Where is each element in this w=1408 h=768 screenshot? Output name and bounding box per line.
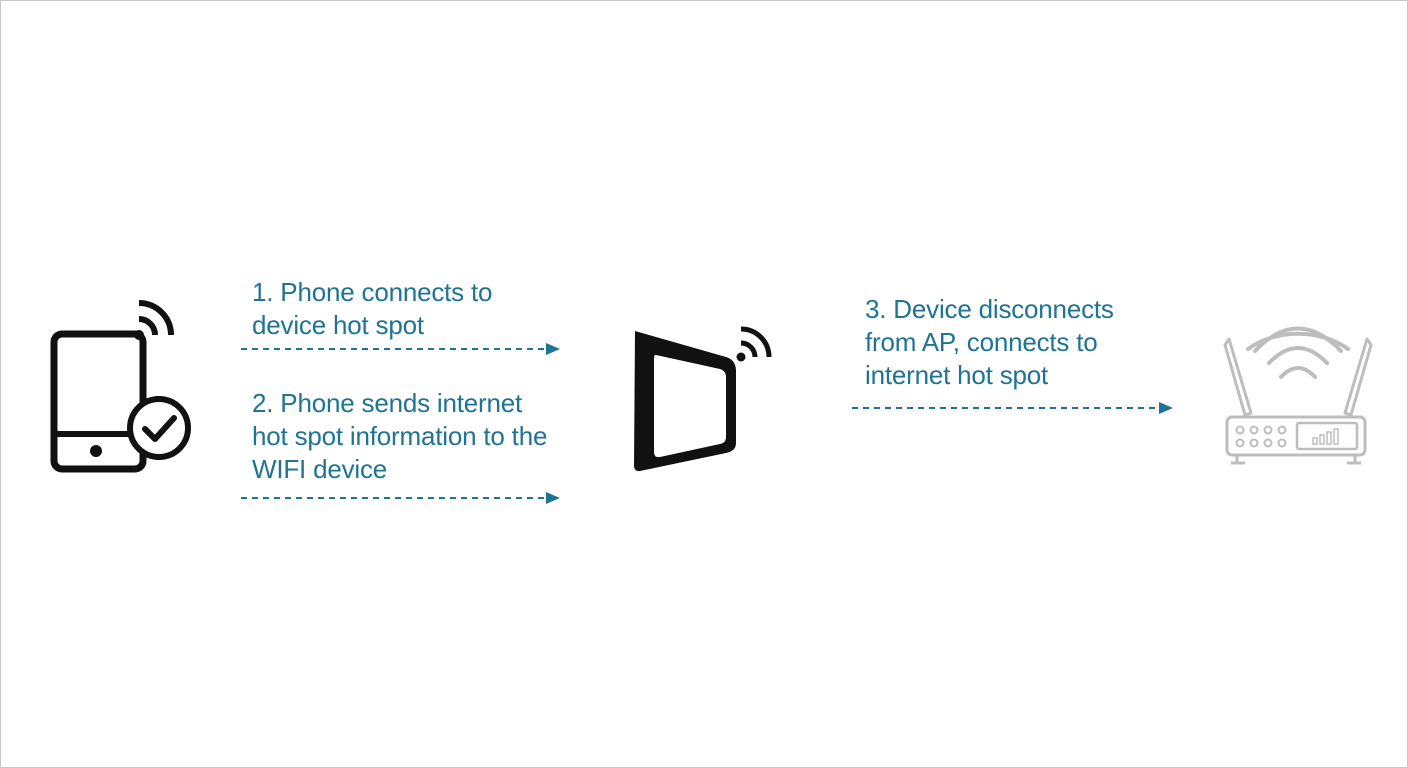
- step-3-line-3: internet hot spot: [865, 360, 1049, 390]
- wifi-device-icon: [634, 326, 772, 472]
- step-2-arrow: [241, 492, 560, 504]
- step-3-line-2: from AP, connects to: [865, 327, 1098, 357]
- router-icon: [1223, 326, 1373, 465]
- step-3-arrow: [852, 402, 1173, 414]
- smartphone-wifi-check-icon: [50, 300, 191, 473]
- step-1-arrow: [241, 343, 560, 355]
- step-3-line-1: 3. Device disconnects: [865, 294, 1114, 324]
- step-3-label: 3. Device disconnects from AP, connects …: [865, 293, 1114, 392]
- step-2-label: 2. Phone sends internet hot spot informa…: [252, 387, 547, 486]
- step-2-line-2: hot spot information to the: [252, 421, 548, 451]
- step-1-label: 1. Phone connects to device hot spot: [252, 276, 492, 342]
- step-2-line-3: WIFI device: [252, 454, 388, 484]
- step-1-line-1: 1. Phone connects to: [252, 277, 493, 307]
- step-1-line-2: device hot spot: [252, 310, 424, 340]
- step-2-line-1: 2. Phone sends internet: [252, 388, 523, 418]
